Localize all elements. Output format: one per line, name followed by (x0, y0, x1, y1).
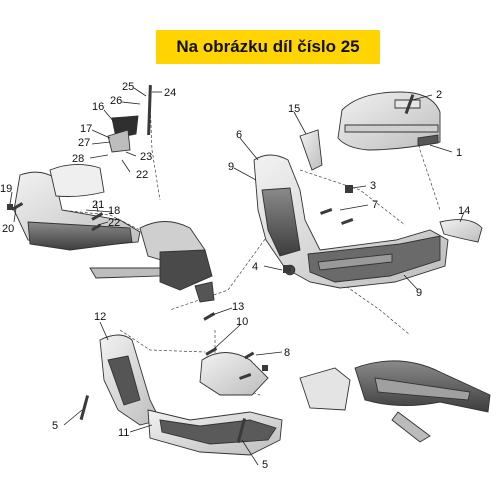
callout-22b: 22 (136, 169, 148, 181)
callout-7: 7 (372, 199, 378, 211)
lower-cover-part-11 (147, 409, 283, 456)
callout-2: 2 (436, 89, 442, 101)
callout-23: 23 (140, 151, 152, 163)
callout-18: 18 (108, 205, 120, 217)
callout-9b: 9 (416, 287, 422, 299)
callout-28: 28 (72, 153, 84, 165)
callout-22a: 22 (108, 217, 120, 229)
cover-part-15 (299, 129, 323, 171)
callout-5b: 5 (262, 459, 268, 471)
callout-24: 24 (164, 87, 176, 99)
bracket-part-16-17 (107, 115, 139, 153)
right-switch-assembly (199, 352, 491, 443)
callout-11: 11 (118, 427, 129, 439)
handlebar-body-part (253, 154, 449, 289)
callout-15: 15 (288, 103, 300, 115)
callout-25: 25 (122, 81, 134, 93)
callout-8: 8 (284, 347, 290, 359)
callout-4: 4 (252, 261, 258, 273)
callout-6: 6 (236, 129, 242, 141)
screws (7, 84, 415, 444)
left-handlebar-assembly (13, 164, 215, 303)
callout-21: 21 (92, 199, 104, 211)
callout-20: 20 (2, 223, 14, 235)
callout-26: 26 (110, 95, 122, 107)
callout-5a: 5 (52, 420, 58, 432)
callout-12: 12 (94, 311, 106, 323)
callout-19: 19 (0, 183, 12, 195)
handlebar-cover-part (337, 91, 441, 151)
cover-part-12-inner (107, 355, 141, 406)
part-number-banner: Na obrázku díl číslo 25 (156, 30, 380, 64)
callout-1: 1 (456, 147, 462, 159)
callout-16: 16 (92, 101, 104, 113)
callout-27: 27 (78, 137, 90, 149)
callout-10: 10 (236, 316, 248, 328)
callout-labels: 1 2 3 4 5 5 6 7 8 9 9 10 11 12 13 14 15 … (0, 81, 470, 471)
leader-lines (9, 87, 465, 466)
callout-3: 3 (370, 180, 376, 192)
callout-13: 13 (232, 301, 244, 313)
callout-17: 17 (80, 123, 92, 135)
callout-14: 14 (458, 205, 470, 217)
cover-part-14 (439, 219, 483, 243)
callout-9a: 9 (228, 161, 234, 173)
